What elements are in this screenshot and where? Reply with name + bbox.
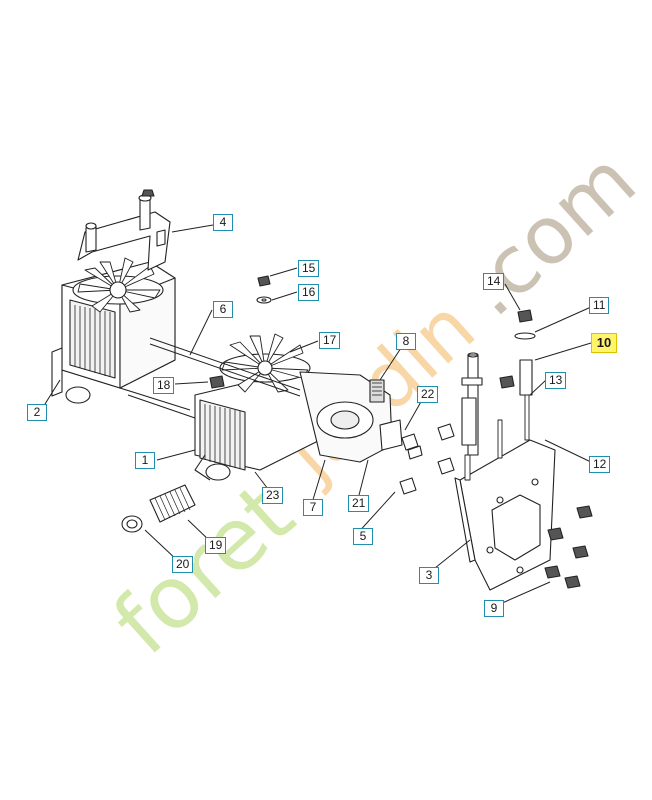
left-transaxle-drawing <box>51 257 196 419</box>
callout-23[interactable]: 23 <box>262 487 284 504</box>
bracket-drawing <box>77 189 171 271</box>
callout-19[interactable]: 19 <box>205 537 227 554</box>
callout-2[interactable]: 2 <box>27 404 47 421</box>
callout-14[interactable]: 14 <box>483 273 505 290</box>
filter-drawing <box>121 484 196 533</box>
callout-3[interactable]: 3 <box>419 567 439 584</box>
callout-11[interactable]: 11 <box>589 297 610 314</box>
callout-10[interactable]: 10 <box>591 333 617 353</box>
callout-4[interactable]: 4 <box>213 214 233 231</box>
callout-22[interactable]: 22 <box>417 386 439 403</box>
callout-15[interactable]: 15 <box>298 260 320 277</box>
callout-12[interactable]: 12 <box>589 456 611 473</box>
callout-13[interactable]: 13 <box>545 372 567 389</box>
callout-20[interactable]: 20 <box>172 556 194 573</box>
callout-8[interactable]: 8 <box>396 333 416 350</box>
callout-18[interactable]: 18 <box>153 377 175 394</box>
callout-1[interactable]: 1 <box>135 452 155 469</box>
right-transaxle-drawing <box>194 333 403 481</box>
callout-21[interactable]: 21 <box>348 495 370 512</box>
callout-17[interactable]: 17 <box>319 332 341 349</box>
mounting-plate-drawing <box>454 439 556 591</box>
callout-6[interactable]: 6 <box>213 301 233 318</box>
callout-16[interactable]: 16 <box>298 284 320 301</box>
callout-5[interactable]: 5 <box>353 528 373 545</box>
callout-7[interactable]: 7 <box>303 499 323 516</box>
callout-9[interactable]: 9 <box>484 600 504 617</box>
